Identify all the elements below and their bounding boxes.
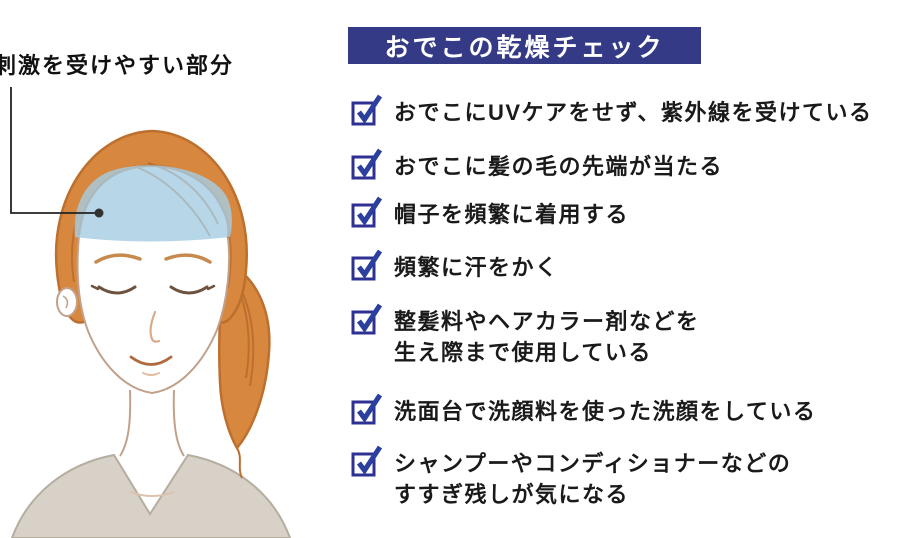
annotation-pointer bbox=[10, 87, 104, 218]
checklist-item: シャンプーやコンディショナーなどの すすぎ残しが気になる bbox=[350, 445, 792, 510]
checkbox-checked-icon[interactable] bbox=[350, 148, 384, 180]
checkbox-checked-icon[interactable] bbox=[350, 393, 384, 425]
checkbox-checked-icon[interactable] bbox=[350, 303, 384, 335]
checklist-item: おでこに髪の毛の先端が当たる bbox=[350, 148, 724, 182]
checklist-title: おでこの乾燥チェック bbox=[348, 27, 701, 64]
checklist-item-label: 頻繁に汗をかく bbox=[394, 255, 559, 280]
checklist-item: 整髪料やヘアカラー剤などを 生え際まで使用している bbox=[350, 303, 700, 368]
annotation-label: 刺激を受けやすい部分 bbox=[0, 53, 235, 78]
checklist-item-label: おでこにUVケアをせず、紫外線を受けている bbox=[394, 100, 873, 125]
checklist-item-label: おでこに髪の毛の先端が当たる bbox=[394, 154, 724, 179]
checkbox-checked-icon[interactable] bbox=[350, 445, 384, 477]
forehead-highlight bbox=[74, 165, 232, 242]
checklist-item-label: 洗面台で洗顔料を使った洗顔をしている bbox=[394, 399, 817, 424]
collarbone-line bbox=[129, 491, 175, 497]
garment bbox=[10, 453, 292, 538]
facial-features bbox=[90, 253, 216, 376]
checklist-item: 帽子を頻繁に着用する bbox=[350, 196, 630, 230]
checklist-item-label: 整髪料やヘアカラー剤などを 生え際まで使用している bbox=[394, 309, 700, 365]
checklist-item: おでこにUVケアをせず、紫外線を受けている bbox=[350, 94, 873, 128]
checklist-item: 洗面台で洗顔料を使った洗顔をしている bbox=[350, 393, 817, 427]
pointer-dot bbox=[94, 208, 104, 218]
pointer-line bbox=[10, 87, 99, 214]
neck bbox=[119, 389, 185, 457]
checkbox-checked-icon[interactable] bbox=[350, 249, 384, 281]
face-illustration bbox=[10, 87, 292, 538]
checkbox-checked-icon[interactable] bbox=[350, 94, 384, 126]
checklist-item-label: 帽子を頻繁に着用する bbox=[394, 202, 630, 227]
checkbox-checked-icon[interactable] bbox=[350, 196, 384, 228]
checklist-item: 頻繁に汗をかく bbox=[350, 249, 559, 283]
ear bbox=[56, 287, 78, 317]
loose-hair-strand bbox=[236, 447, 243, 479]
checklist-title-text: おでこの乾燥チェック bbox=[384, 33, 665, 62]
checklist-item-label: シャンプーやコンディショナーなどの すすぎ残しが気になる bbox=[394, 451, 792, 507]
